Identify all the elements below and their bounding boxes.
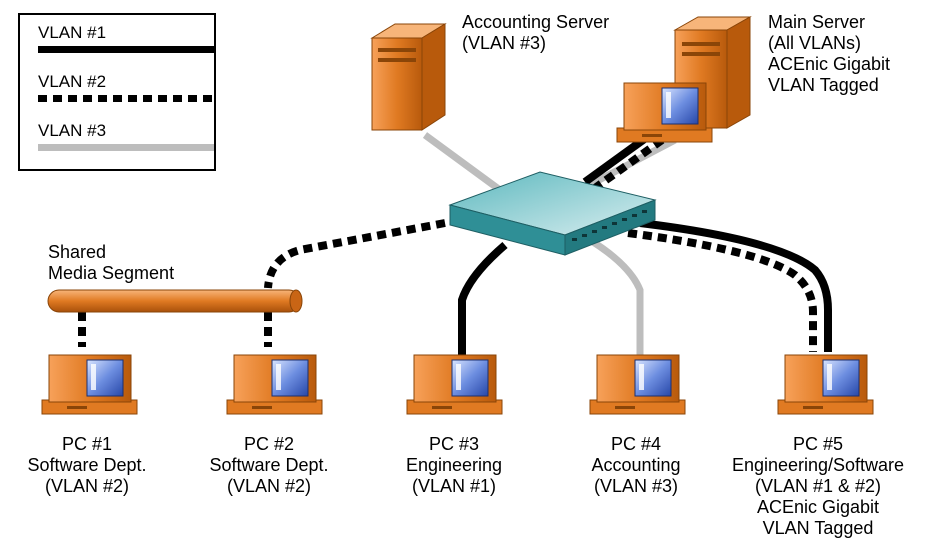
pc4-icon [589,354,686,415]
segment-label-line1: Shared [48,242,107,262]
legend-line-vlan2 [38,95,214,102]
pc5-tagging: VLAN Tagged [762,518,874,538]
link-accounting-server [422,132,503,193]
pc2-icon [226,354,323,415]
pc3-dept: Engineering [405,455,503,475]
pc1-vlan: (VLAN #2) [44,476,130,496]
pc5-nic: ACEnic Gigabit [756,497,880,517]
main-server-label: Main Server (All VLANs) ACEnic Gigabit V… [768,12,890,96]
pc5-dept: Engineering/Software [731,455,905,475]
pc4-name: PC #4 [610,434,662,454]
link-pc3 [458,241,508,355]
main-server-console-icon [616,82,713,143]
pc1-dept: Software Dept. [27,455,147,475]
pc2-label: PC #2 Software Dept. (VLAN #2) [209,434,328,497]
legend-label-vlan1: VLAN #1 [38,23,107,42]
pc5-label: PC #5 Engineering/Software (VLAN #1 & #2… [732,434,904,539]
link-pc5-dashed [627,229,817,352]
legend: VLAN #1 VLAN #2 VLAN #3 [18,13,216,171]
pc5-vlan: (VLAN #1 & #2) [754,476,882,496]
pc3-name: PC #3 [428,434,480,454]
pc1-icon [41,354,138,415]
main-server-vlan: (All VLANs) [768,33,862,53]
pc4-dept: Accounting [591,455,681,475]
pc3-vlan: (VLAN #1) [411,476,497,496]
pc2-name: PC #2 [243,434,295,454]
link-pc4 [588,237,644,355]
accounting-server-vlan: (VLAN #3) [462,33,547,53]
connections [78,131,832,355]
accounting-server-icon [370,23,447,131]
pc1-label: PC #1 Software Dept. (VLAN #2) [27,434,146,497]
main-server-name: Main Server [768,12,866,32]
accounting-server-label: Accounting Server (VLAN #3) [462,12,609,54]
main-server-tagging: VLAN Tagged [768,75,879,95]
pc5-icon [777,354,874,415]
link-pc5-black [639,219,832,352]
pc3-label: PC #3 Engineering (VLAN #1) [406,434,502,497]
pc4-label: PC #4 Accounting (VLAN #3) [591,434,680,497]
pc3-icon [406,354,503,415]
accounting-server-name: Accounting Server [462,12,610,32]
legend-line-vlan1 [38,46,214,53]
pc1-name: PC #1 [61,434,113,454]
pc5-name: PC #5 [792,434,844,454]
link-main-server-gray [578,136,677,194]
link-main-server-black [582,131,653,186]
main-server-icon [673,16,752,129]
shared-media-segment [47,289,303,313]
main-server-nic: ACEnic Gigabit [768,54,891,74]
link-main-server-dashed [592,136,665,192]
pc4-vlan: (VLAN #3) [593,476,679,496]
link-segment [264,219,446,289]
pc2-vlan: (VLAN #2) [226,476,312,496]
pc2-dept: Software Dept. [209,455,329,475]
segment-label: Shared Media Segment [48,242,174,284]
legend-label-vlan3: VLAN #3 [38,121,107,140]
legend-label-vlan2: VLAN #2 [38,72,107,91]
switch-icon [448,171,657,256]
legend-line-vlan3 [38,144,214,151]
segment-label-line2: Media Segment [48,263,175,283]
